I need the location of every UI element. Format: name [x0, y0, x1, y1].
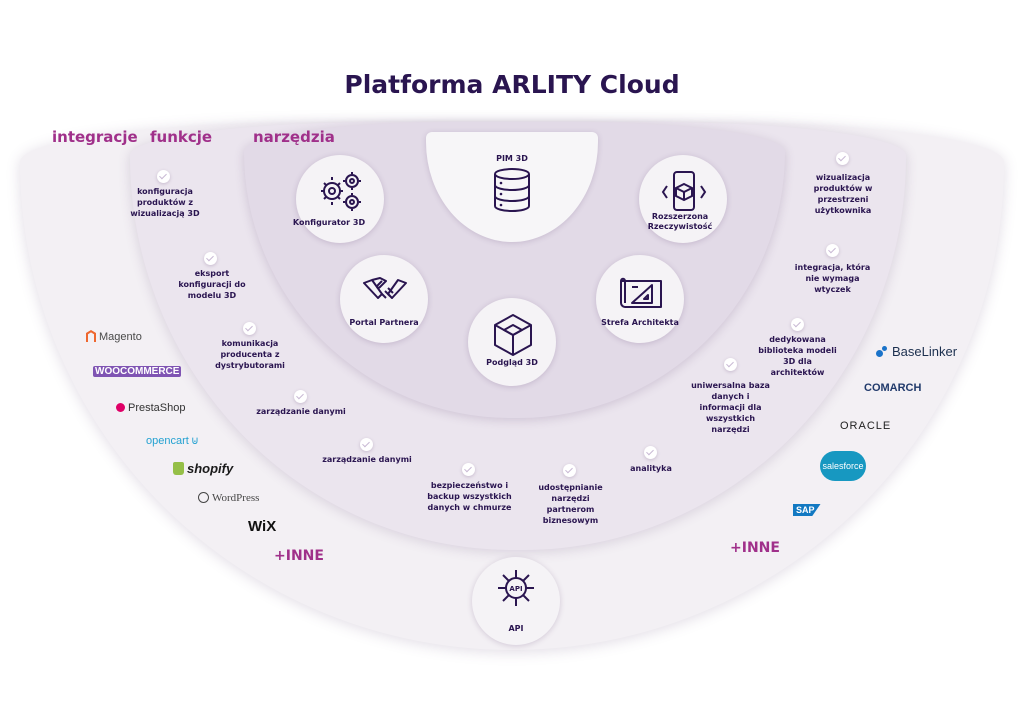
tool-label-3d-preview: Podgląd 3D: [486, 358, 538, 367]
blueprint-icon: [620, 277, 662, 308]
section-label-integrations: integracje: [52, 128, 138, 146]
more-integrations-left[interactable]: +INNE: [274, 548, 324, 564]
api-chip-icon: API: [498, 570, 534, 606]
tool-label-ar: Rozszerzona Rzeczywistość: [647, 212, 713, 231]
check-icon: [462, 463, 475, 476]
feature-no-plugins: integracja, która nie wymaga wtyczek: [794, 263, 871, 294]
section-label-functions: funkcje: [150, 128, 213, 146]
pim-label: PIM 3D: [496, 154, 528, 163]
tool-architect-zone[interactable]: [596, 255, 684, 343]
tool-ar[interactable]: [639, 155, 727, 243]
gears-icon: [321, 172, 361, 211]
check-icon: [644, 446, 657, 459]
logo-oracle: ORACLE: [840, 420, 892, 432]
feature-partner-sharing: udostępnianie narzędzi partnerom bizneso…: [538, 483, 603, 525]
logo-baselinker: BaseLinker: [876, 344, 957, 359]
tool-partner-portal[interactable]: [340, 255, 428, 343]
feature-visualization: wizualizacja produktów w przestrzeni uży…: [813, 173, 873, 215]
cart-icon: ⊍: [190, 435, 199, 447]
check-icon: [724, 358, 737, 371]
feature-data-management-1: zarządzanie danymi: [256, 407, 346, 416]
check-icon: [294, 390, 307, 403]
logo-wix: WiX: [248, 518, 277, 535]
feature-universal-db: uniwersalna baza danych i informacji dla…: [691, 381, 770, 434]
check-icon: [157, 170, 170, 183]
logo-magento: Magento: [86, 330, 142, 343]
section-label-tools: narzędzia: [253, 128, 335, 146]
check-icon: [791, 318, 804, 331]
check-icon: [836, 152, 849, 165]
tool-label-architect-zone: Strefa Architekta: [601, 318, 679, 327]
feature-analytics: analityka: [630, 464, 672, 473]
logo-salesforce: salesforce: [820, 451, 866, 481]
tool-3d-preview[interactable]: [468, 298, 556, 386]
feature-backup: bezpieczeństwo i backup wszystkich danyc…: [427, 481, 512, 512]
wordpress-icon: [198, 492, 209, 503]
logo-comarch: COMARCH: [864, 382, 922, 394]
logo-wordpress: WordPress: [198, 492, 259, 504]
logo-opencart: opencart⊍: [146, 435, 199, 447]
check-icon: [204, 252, 217, 265]
api-label: API: [508, 624, 524, 633]
check-icon: [360, 438, 373, 451]
feature-data-management-2: zarządzanie danymi: [322, 455, 412, 464]
check-icon: [243, 322, 256, 335]
check-icon: [563, 464, 576, 477]
database-icon: [494, 168, 530, 213]
handshake-icon: [363, 277, 407, 299]
tool-label-partner-portal: Portal Partnera: [349, 318, 419, 327]
feature-config-3d: konfiguracja produktów z wizualizacją 3D: [130, 187, 200, 218]
logo-prestashop: PrestaShop: [116, 402, 185, 414]
logo-sap: SAP: [793, 504, 821, 516]
baselinker-icon: [876, 346, 888, 358]
ar-phone-icon: [661, 171, 707, 211]
feature-export-config: eksport konfiguracji do modelu 3D: [178, 269, 246, 300]
logo-woocommerce: WOOCOMMERCE: [93, 366, 182, 377]
cube-icon: [494, 314, 532, 356]
feature-communication: komunikacja producenta z dystrybutorami: [215, 339, 285, 370]
tool-configurator[interactable]: [296, 155, 384, 243]
prestashop-icon: [116, 403, 125, 412]
more-integrations-right[interactable]: +INNE: [730, 540, 780, 556]
page-title: Platforma ARLITY Cloud: [344, 70, 680, 99]
svg-text:API: API: [509, 585, 522, 593]
check-icon: [826, 244, 839, 257]
feature-architect-library: dedykowana biblioteka modeli 3D dla arch…: [758, 335, 837, 377]
magento-icon: [86, 330, 96, 342]
tool-label-configurator: Konfigurator 3D: [292, 218, 366, 227]
shopify-bag-icon: [173, 462, 184, 475]
logo-shopify: shopify: [173, 461, 233, 476]
